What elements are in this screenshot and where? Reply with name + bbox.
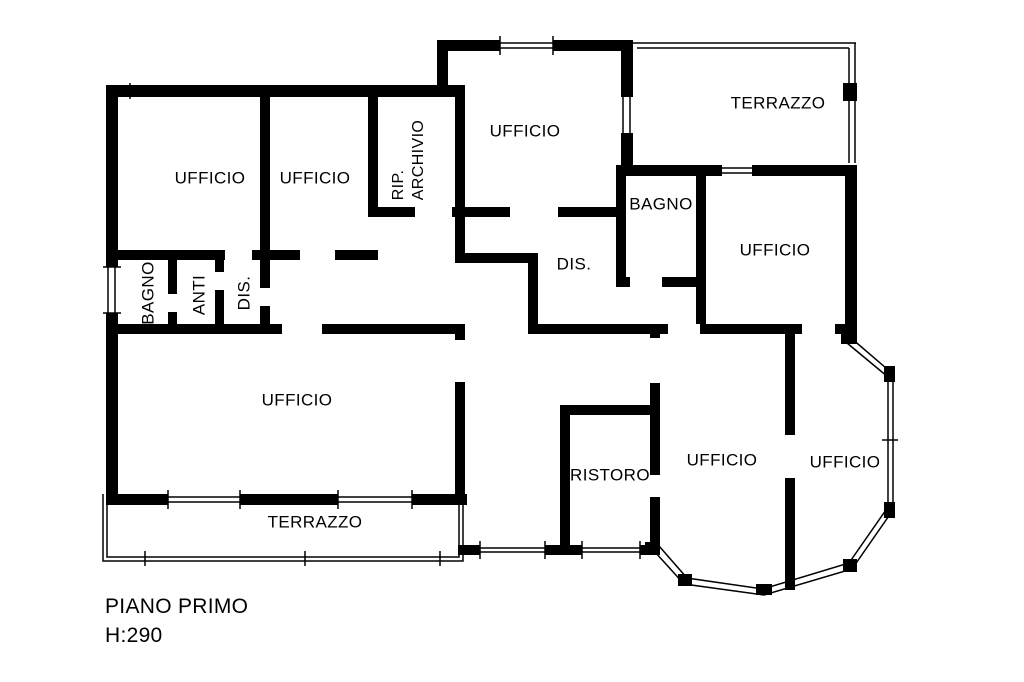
room-label-terrazzo-s: TERRAZZO [267, 512, 363, 532]
room-label-ufficio-sw: UFFICIO [261, 390, 333, 410]
plan-height-note: H:290 [105, 624, 163, 647]
windows-and-parapets [102, 36, 898, 596]
room-label-bagno-ne: BAGNO [629, 194, 693, 214]
room-label-ufficio-e: UFFICIO [739, 240, 811, 260]
room-label-rip-archivio: RIP. ARCHIVIO [389, 120, 429, 201]
bay-window [654, 337, 898, 596]
rip-archivio-line2: ARCHIVIO [410, 119, 427, 201]
terrace-parapet-south [102, 494, 464, 566]
plan-title: PIANO PRIMO [105, 595, 249, 618]
room-label-dis-w: DIS. [234, 275, 254, 311]
room-label-terrazzo-ne: TERRAZZO [730, 93, 826, 113]
room-label-ristoro: RISTORO [570, 465, 650, 485]
room-label-ufficio-n: UFFICIO [489, 121, 561, 141]
room-label-dis-center: DIS. [556, 254, 592, 274]
room-label-bagno-w: BAGNO [138, 261, 158, 325]
rip-archivio-line1: RIP. [390, 169, 407, 201]
room-label-ufficio-se: UFFICIO [809, 452, 881, 472]
room-label-ufficio-s-center: UFFICIO [686, 450, 758, 470]
terrace-parapet-north [633, 42, 856, 163]
room-label-ufficio-nw-1: UFFICIO [174, 168, 246, 188]
walls [106, 40, 895, 595]
room-label-anti-w: ANTI [189, 274, 209, 316]
room-label-ufficio-nw-2: UFFICIO [279, 168, 351, 188]
